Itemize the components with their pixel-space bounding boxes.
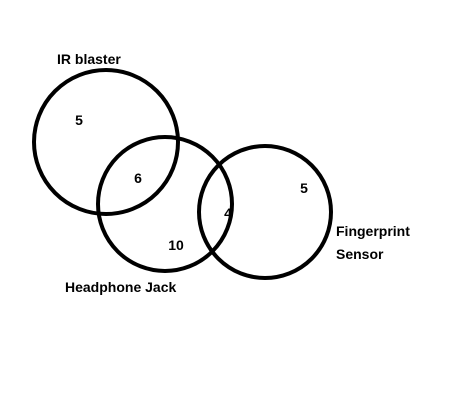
ir-headphone-overlap-count: 6 xyxy=(134,170,142,186)
fingerprint-sensor-circle xyxy=(197,144,333,280)
ir-blaster-circle xyxy=(32,68,180,216)
headphone-fingerprint-overlap-count: 4 xyxy=(224,205,232,221)
fingerprint-only-count: 5 xyxy=(300,180,308,196)
fingerprint-sensor-label-line-2: Sensor xyxy=(336,246,384,262)
headphone-jack-circle xyxy=(96,135,234,273)
ir-blaster-label: IR blaster xyxy=(57,51,121,67)
headphone-only-count: 10 xyxy=(168,237,184,253)
ir-only-count: 5 xyxy=(75,112,83,128)
fingerprint-sensor-label-line-1: Fingerprint xyxy=(336,223,410,239)
headphone-jack-label: Headphone Jack xyxy=(65,279,176,295)
